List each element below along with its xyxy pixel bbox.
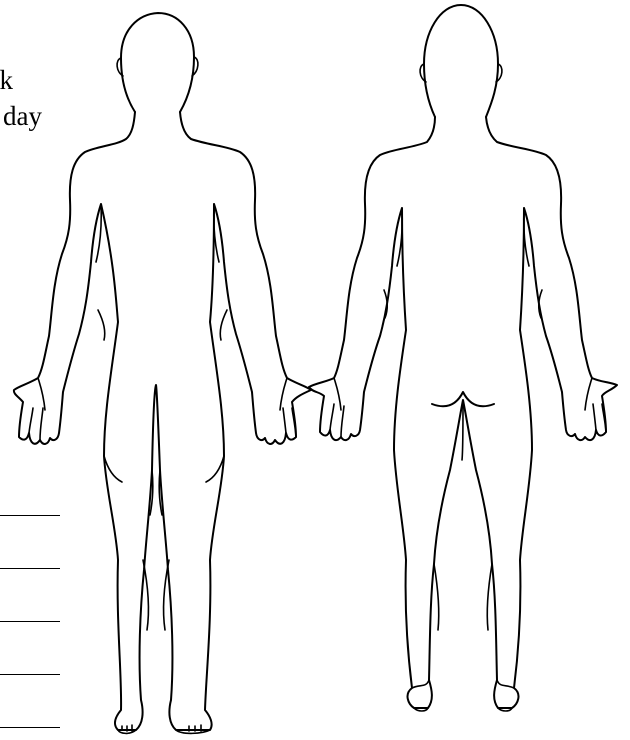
front-head[interactable] [121, 13, 194, 112]
back-thumb-left [585, 378, 592, 410]
back-head[interactable] [424, 5, 498, 117]
back-calf-right [434, 564, 439, 630]
front-thumb-right [38, 378, 45, 410]
front-wrist-right [98, 310, 105, 340]
front-finger-right-a [29, 408, 33, 433]
back-view[interactable] [309, 5, 617, 711]
front-thumb-left [280, 378, 287, 410]
back-leg-gap-line [462, 404, 463, 460]
front-finger-right-b [40, 408, 43, 440]
front-finger-left-b [283, 408, 286, 433]
back-heel-left [497, 680, 514, 711]
back-finger-right [330, 404, 344, 437]
back-heel-right [412, 680, 429, 711]
front-wrist-left [220, 310, 227, 340]
back-thumb-right [334, 378, 341, 410]
front-view[interactable] [14, 13, 311, 733]
front-body-outline[interactable] [14, 112, 311, 730]
back-calf-left [487, 564, 492, 630]
